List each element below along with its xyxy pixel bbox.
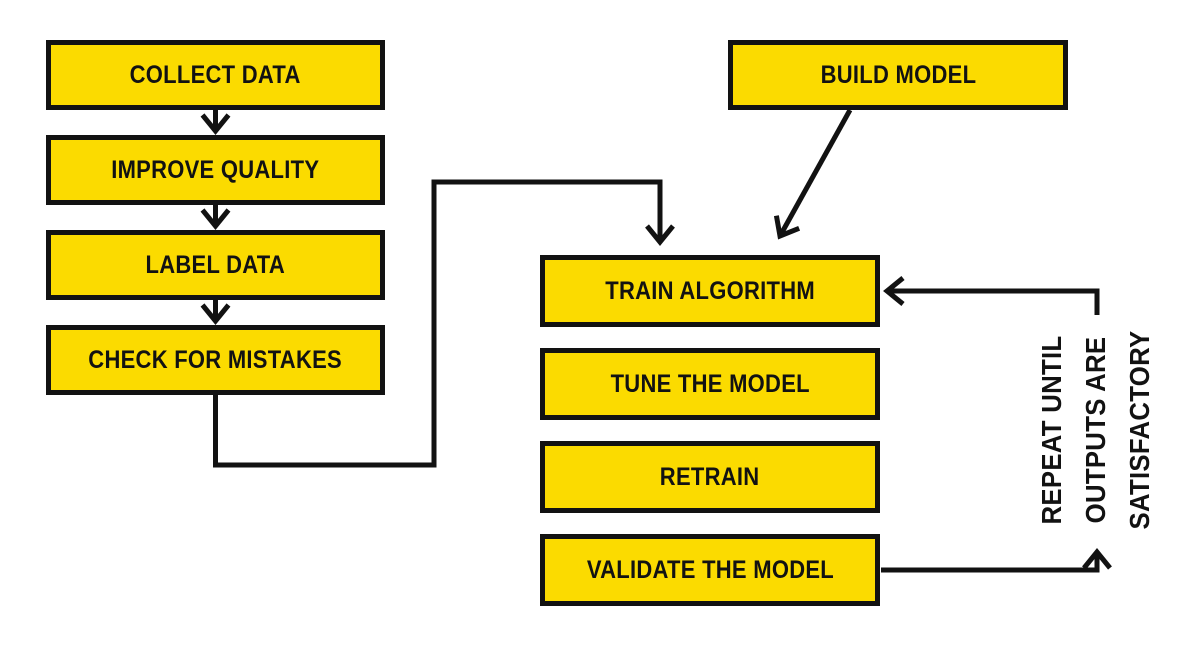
box-validate-the-model: VALIDATE THE MODEL bbox=[540, 534, 880, 606]
box-check-for-mistakes-label: CHECK FOR MISTAKES bbox=[88, 345, 343, 374]
box-retrain-label: RETRAIN bbox=[660, 462, 760, 491]
box-collect-data: COLLECT DATA bbox=[46, 40, 385, 110]
box-train-algorithm-label: TRAIN ALGORITHM bbox=[605, 276, 815, 305]
box-improve-quality-label: IMPROVE QUALITY bbox=[111, 155, 320, 184]
loop-note-line-1: REPEAT UNTIL bbox=[1036, 335, 1067, 525]
arrow-validate-to-loop bbox=[881, 548, 1112, 573]
box-tune-the-model: TUNE THE MODEL bbox=[540, 348, 880, 420]
arrow-build-to-train bbox=[773, 108, 853, 240]
box-train-algorithm: TRAIN ALGORITHM bbox=[540, 255, 880, 327]
box-check-for-mistakes: CHECK FOR MISTAKES bbox=[46, 325, 385, 395]
box-validate-the-model-label: VALIDATE THE MODEL bbox=[586, 555, 834, 584]
box-label-data: LABEL DATA bbox=[46, 230, 385, 300]
box-label-data-label: LABEL DATA bbox=[145, 250, 286, 279]
box-improve-quality: IMPROVE QUALITY bbox=[46, 135, 385, 205]
box-retrain: RETRAIN bbox=[540, 441, 880, 513]
loop-note: REPEAT UNTIL OUTPUTS ARE SATISFACTORY bbox=[1030, 331, 1162, 530]
loop-note-line-3: SATISFACTORY bbox=[1124, 330, 1155, 530]
box-tune-the-model-label: TUNE THE MODEL bbox=[610, 369, 810, 398]
box-build-model: BUILD MODEL bbox=[728, 40, 1068, 110]
loop-note-line-2: OUTPUTS ARE bbox=[1080, 336, 1111, 524]
box-build-model-label: BUILD MODEL bbox=[820, 60, 976, 89]
arrow-loop-to-train bbox=[883, 276, 1100, 315]
box-collect-data-label: COLLECT DATA bbox=[130, 60, 301, 89]
